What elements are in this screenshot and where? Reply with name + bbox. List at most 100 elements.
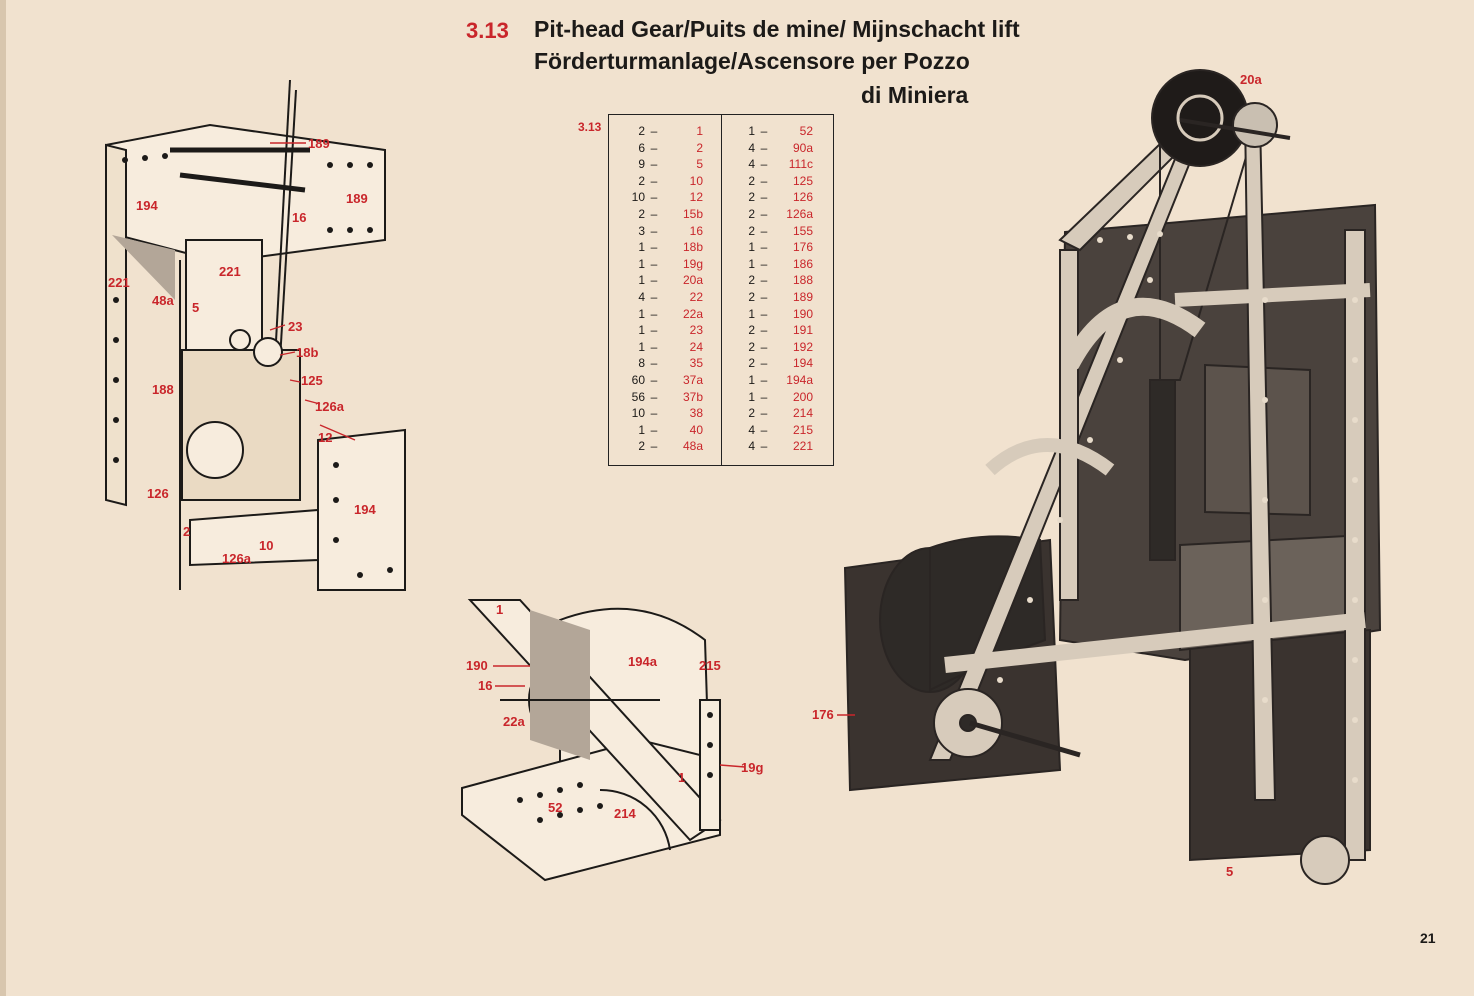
parts-row: 1–24 [623,339,703,356]
parts-row: 2–15b [623,206,703,223]
parts-row: 2–214 [733,405,813,422]
dash: – [760,323,768,338]
label-190: 190 [466,658,488,673]
part-quantity: 1 [638,323,645,338]
part-quantity: 4 [748,422,755,437]
dash: – [650,206,658,221]
dash: – [760,173,768,188]
parts-row: 1– 186 [733,256,813,273]
parts-row: 2–48a [623,438,703,455]
title-line-1: Pit-head Gear/Puits de mine/ Mijnschacht… [534,16,1020,42]
dash: – [760,422,768,437]
part-number: 194a [786,372,813,387]
part-number: 19g [682,256,703,271]
part-number: 15b [682,206,703,221]
dash: – [760,140,768,155]
dash: – [650,372,658,387]
dash: – [760,356,768,371]
table-divider [721,115,723,465]
part-number: 190 [792,306,813,321]
part-quantity: 4 [748,140,755,155]
parts-row: 4– 215 [733,422,813,439]
part-quantity: 2 [748,289,755,304]
label-16b: 16 [478,678,493,693]
dash: – [650,323,658,338]
part-quantity: 1 [748,256,755,271]
parts-row: 8–35 [623,355,703,372]
part-number: 2 [696,140,703,155]
dash: – [760,339,768,354]
part-number: 186 [792,256,813,271]
parts-row: 2–126a [733,206,813,223]
parts-table-label: 3.13 [578,120,602,134]
label-12: 12 [318,430,333,445]
label-125: 125 [301,373,323,388]
label-2: 2 [183,524,191,539]
part-quantity: 4 [748,157,755,172]
part-number: 125 [792,173,813,188]
model-number: 3.13 [466,18,509,43]
dash: – [760,190,768,205]
title-line-3: di Miniera [861,82,969,108]
part-number: 215 [792,422,813,437]
parts-row: 1–176 [733,239,813,256]
dash: – [760,240,768,255]
part-number: 155 [792,223,813,238]
label-215: 215 [699,658,721,673]
part-quantity: 1 [748,240,755,255]
parts-row: 1–22a [623,306,703,323]
parts-row: 4–22 [623,289,703,306]
parts-row: 1–40 [623,422,703,439]
label-214: 214 [614,806,636,821]
part-number: 22 [689,289,703,304]
label-19g: 19g [741,760,764,775]
part-number: 192 [792,339,813,354]
dash: – [650,173,658,188]
part-quantity: 2 [748,206,755,221]
part-quantity: 3 [638,223,645,238]
label-189a: 189 [308,136,330,151]
parts-row: 2– 192 [733,339,813,356]
dash: – [760,124,768,138]
dash: – [650,140,658,155]
part-number: 52 [799,124,813,138]
part-number: 126 [792,190,813,205]
part-quantity: 2 [748,339,755,354]
dash: – [760,206,768,221]
part-number: 200 [792,389,813,404]
part-quantity: 1 [638,256,645,271]
part-quantity: 56 [631,389,645,404]
parts-row: 1–20a [623,272,703,289]
label-16a: 16 [292,210,307,225]
label-176: 176 [812,707,834,722]
label-10: 10 [259,538,274,553]
dash: – [650,256,658,271]
label-22a: 22a [503,714,525,729]
dash: – [650,339,658,354]
parts-row: 1– 19g [623,256,703,273]
part-quantity: 9 [638,157,645,172]
part-number: 5 [696,157,703,172]
parts-row: 4–90a [733,140,813,157]
part-quantity: 1 [638,306,645,321]
part-quantity: 1 [638,240,645,255]
part-quantity: 8 [638,356,645,371]
page-number: 21 [1420,930,1436,946]
part-quantity: 4 [638,289,645,304]
parts-row: 2–191 [733,322,813,339]
part-number: 38 [689,406,703,421]
part-number: 40 [689,422,703,437]
part-quantity: 6 [638,140,645,155]
dash: – [760,256,768,271]
part-number: 111c [788,157,813,172]
dash: – [760,289,768,304]
part-number: 35 [689,356,703,371]
label-194a: 194 [136,198,158,213]
part-number: 48a [682,439,703,454]
part-number: 18b [682,240,703,255]
label-188: 188 [152,382,174,397]
